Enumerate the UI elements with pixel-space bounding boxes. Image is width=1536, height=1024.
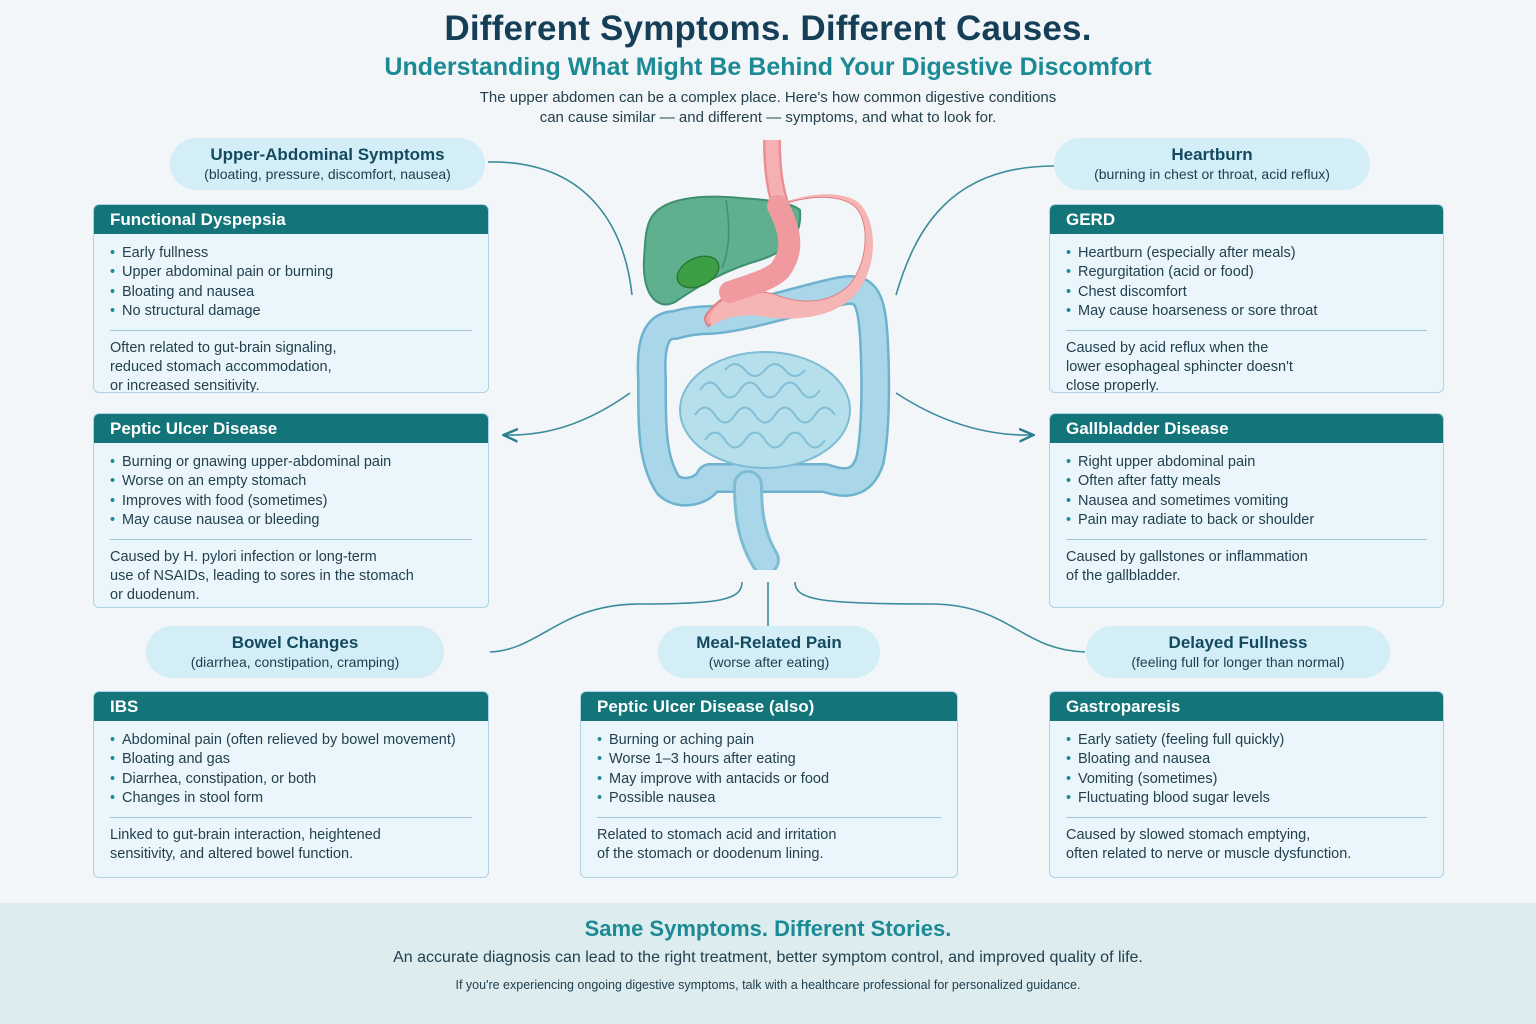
symptom-item: Often after fatty meals [1066, 472, 1427, 492]
intro-line: can cause similar — and different — symp… [539, 109, 997, 126]
symptom-list: Early fullness Upper abdominal pain or b… [94, 234, 488, 322]
symptom-item: Diarrhea, constipation, or both [110, 770, 472, 790]
symptom-item: Early satiety (feeling full quickly) [1066, 731, 1427, 751]
intro-line: The upper abdomen can be a complex place… [479, 89, 1057, 106]
symptom-item: Changes in stool form [110, 789, 472, 809]
pill-heading: Bowel Changes [231, 633, 359, 652]
divider [597, 816, 941, 818]
connector-gallbladder [895, 392, 1032, 435]
page-title: Different Symptoms. Different Causes. [444, 9, 1092, 48]
symptom-pill-delayed-fullness: Delayed Fullness (feeling full for longe… [1086, 626, 1390, 678]
symptom-item: Burning or gnawing upper-abdominal pain [110, 453, 472, 473]
symptom-item: Chest discomfort [1066, 283, 1427, 303]
card-functional-dyspepsia: Functional Dyspepsia Early fullness Uppe… [93, 204, 489, 393]
pill-detail: (bloating, pressure, discomfort, nausea) [204, 166, 451, 182]
symptom-item: Possible nausea [597, 789, 941, 809]
card-title: Functional Dyspepsia [94, 205, 488, 234]
pill-heading: Delayed Fullness [1168, 633, 1308, 652]
symptom-item: Fluctuating blood sugar levels [1066, 789, 1427, 809]
symptom-item: Vomiting (sometimes) [1066, 770, 1427, 790]
footer-note: If you're experiencing ongoing digestive… [455, 978, 1081, 992]
divider [1066, 329, 1427, 331]
symptom-item: Nausea and sometimes vomiting [1066, 492, 1427, 512]
symptom-item: Burning or aching pain [597, 731, 941, 751]
card-gallbladder: Gallbladder Disease Right upper abdomina… [1049, 413, 1444, 608]
footer-banner: Same Symptoms. Different Stories. An acc… [0, 903, 1536, 1024]
symptom-item: May improve with antacids or food [597, 770, 941, 790]
intro-text: The upper abdomen can be a complex place… [0, 88, 1536, 128]
pill-heading: Upper-Abdominal Symptoms [210, 145, 445, 164]
condition-description: Linked to gut-brain interaction, heighte… [110, 826, 381, 863]
header: Different Symptoms. Different Causes. Un… [0, 8, 1536, 128]
condition-description: Caused by gallstones or inflammation of … [1066, 548, 1308, 585]
divider [110, 329, 472, 331]
symptom-list: Burning or gnawing upper-abdominal pain … [94, 443, 488, 531]
card-peptic-ulcer: Peptic Ulcer Disease Burning or gnawing … [93, 413, 489, 608]
small-intestine-shape [679, 351, 851, 469]
divider [1066, 816, 1427, 818]
digestive-system-illustration [636, 140, 891, 570]
symptom-pill-meal-related: Meal-Related Pain (worse after eating) [658, 626, 880, 678]
symptom-pill-upper-abdominal: Upper-Abdominal Symptoms (bloating, pres… [170, 138, 485, 190]
symptom-item: Heartburn (especially after meals) [1066, 244, 1427, 264]
condition-description: Related to stomach acid and irritation o… [597, 826, 837, 863]
card-gastroparesis: Gastroparesis Early satiety (feeling ful… [1049, 691, 1444, 878]
symptom-list: Burning or aching pain Worse 1–3 hours a… [581, 721, 957, 809]
pill-detail: (feeling full for longer than normal) [1131, 654, 1345, 670]
symptom-item: Bloating and gas [110, 750, 472, 770]
symptom-item: May cause nausea or bleeding [110, 511, 472, 531]
connector-delayed-fullness [794, 581, 1086, 653]
card-title: Gallbladder Disease [1050, 414, 1443, 443]
symptom-item: Abdominal pain (often relieved by bowel … [110, 731, 472, 751]
footer-subtitle: An accurate diagnosis can lead to the ri… [393, 949, 1143, 966]
card-peptic-ulcer-also: Peptic Ulcer Disease (also) Burning or a… [580, 691, 958, 878]
connector-peptic-ulcer [505, 392, 631, 435]
footer-title: Same Symptoms. Different Stories. [584, 916, 952, 941]
condition-description: Caused by acid reflux when the lower eso… [1066, 339, 1293, 393]
pill-detail: (worse after eating) [708, 654, 830, 670]
page-subtitle: Understanding What Might Be Behind Your … [384, 53, 1152, 81]
condition-description: Caused by H. pylori infection or long-te… [110, 548, 414, 604]
pill-heading: Meal-Related Pain [696, 633, 842, 652]
pill-detail: (burning in chest or throat, acid reflux… [1094, 166, 1330, 182]
symptom-item: Regurgitation (acid or food) [1066, 263, 1427, 283]
symptom-item: No structural damage [110, 302, 472, 322]
pill-heading: Heartburn [1171, 145, 1253, 164]
card-gerd: GERD Heartburn (especially after meals) … [1049, 204, 1444, 393]
symptom-item: Early fullness [110, 244, 472, 264]
connector-upper-abdominal [487, 161, 633, 296]
card-title: GERD [1050, 205, 1443, 234]
gallbladder-shape [676, 255, 720, 289]
card-title: Gastroparesis [1050, 692, 1443, 721]
symptom-item: Worse on an empty stomach [110, 472, 472, 492]
condition-description: Caused by slowed stomach emptying, often… [1066, 826, 1352, 863]
symptom-item: May cause hoarseness or sore throat [1066, 302, 1427, 322]
symptom-item: Bloating and nausea [110, 283, 472, 303]
symptom-list: Early satiety (feeling full quickly) Blo… [1050, 721, 1443, 809]
condition-description: Often related to gut-brain signaling, re… [110, 339, 337, 393]
card-title: IBS [94, 692, 488, 721]
card-title: Peptic Ulcer Disease (also) [581, 692, 957, 721]
divider [110, 538, 472, 540]
symptom-item: Improves with food (sometimes) [110, 492, 472, 512]
symptom-list: Abdominal pain (often relieved by bowel … [94, 721, 488, 809]
symptom-item: Worse 1–3 hours after eating [597, 750, 941, 770]
symptom-list: Right upper abdominal pain Often after f… [1050, 443, 1443, 531]
symptom-pill-bowel-changes: Bowel Changes (diarrhea, constipation, c… [146, 626, 444, 678]
connector-bowel-changes [489, 581, 743, 653]
symptom-item: Right upper abdominal pain [1066, 453, 1427, 473]
connector-heartburn [895, 165, 1055, 296]
symptom-item: Pain may radiate to back or shoulder [1066, 511, 1427, 531]
divider [110, 816, 472, 818]
symptom-pill-heartburn: Heartburn (burning in chest or throat, a… [1054, 138, 1370, 190]
symptom-item: Bloating and nausea [1066, 750, 1427, 770]
card-ibs: IBS Abdominal pain (often relieved by bo… [93, 691, 489, 878]
card-title: Peptic Ulcer Disease [94, 414, 488, 443]
symptom-item: Upper abdominal pain or burning [110, 263, 472, 283]
symptom-list: Heartburn (especially after meals) Regur… [1050, 234, 1443, 322]
pill-detail: (diarrhea, constipation, cramping) [190, 654, 400, 670]
divider [1066, 538, 1427, 540]
